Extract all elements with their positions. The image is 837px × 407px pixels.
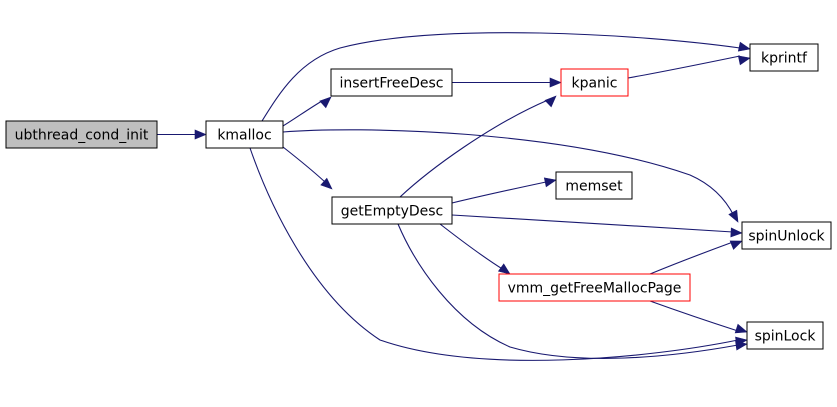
node-kpanic[interactable]: kpanic — [560, 68, 629, 97]
node-ubthread_cond_init[interactable]: ubthread_cond_init — [5, 120, 158, 149]
node-insertFreeDesc[interactable]: insertFreeDesc — [330, 68, 453, 97]
nodes-layer: ubthread_cond_init kmalloc insertFreeDesc k… — [5, 43, 832, 350]
node-box-kprintf[interactable] — [749, 43, 819, 72]
edge-vmm_getFreeMallocPage-to-spinUnlock — [649, 241, 734, 275]
arrowhead-kpanic-in-from-getEmptyDesc — [544, 95, 557, 108]
node-box-ubthread_cond_init[interactable] — [5, 120, 158, 149]
edge-kmalloc-to-insertFreeDesc — [282, 100, 323, 127]
arrowhead-kprintf-in-from-kmalloc — [737, 41, 751, 52]
edge-vmm_getFreeMallocPage-to-spinLock — [649, 300, 739, 332]
edge-kmalloc-to-getEmptyDesc — [282, 146, 326, 183]
edge-getEmptyDesc-to-memset — [451, 181, 547, 204]
edge-kmalloc-to-spinUnlock — [282, 129, 735, 217]
arrowhead-memset-in — [543, 177, 557, 188]
arrowhead-kpanic-in-from-insertFreeDesc — [549, 77, 562, 88]
node-box-vmm_getFreeMallocPage[interactable] — [498, 273, 691, 302]
edge-getEmptyDesc-to-vmm_getFreeMallocPage — [439, 223, 505, 271]
node-label-kpanic: kpanic — [571, 76, 617, 92]
node-kprintf[interactable]: kprintf — [749, 43, 819, 72]
edge-getEmptyDesc-to-kpanic — [399, 99, 549, 198]
node-label-spinLock: spinLock — [755, 329, 817, 345]
edges-layer — [157, 32, 741, 361]
node-getEmptyDesc[interactable]: getEmptyDesc — [331, 196, 453, 225]
node-box-insertFreeDesc[interactable] — [330, 68, 453, 97]
edge-getEmptyDesc-to-spinLock — [397, 223, 739, 359]
node-box-memset[interactable] — [555, 171, 633, 200]
edge-kmalloc-to-kprintf — [261, 32, 741, 122]
arrowhead-getEmptyDesc-in — [320, 177, 333, 190]
edge-kpanic-to-kprintf — [627, 55, 741, 79]
arrowhead-spinUnlock-in-from-getEmptyDesc — [730, 227, 743, 238]
arrowhead-spinUnlock-in-from-kmalloc — [728, 209, 739, 223]
arrowhead-spinLock-in-from-getEmptyDesc — [735, 340, 748, 351]
node-kmalloc[interactable]: kmalloc — [205, 120, 284, 149]
arrowhead-kprintf-in-from-kpanic — [737, 55, 751, 66]
node-box-getEmptyDesc[interactable] — [331, 196, 453, 225]
node-label-insertFreeDesc: insertFreeDesc — [339, 76, 443, 92]
node-label-vmm_getFreeMallocPage: vmm_getFreeMallocPage — [508, 281, 682, 297]
node-label-ubthread_cond_init: ubthread_cond_init — [15, 128, 149, 144]
node-box-kpanic[interactable] — [560, 68, 629, 97]
node-label-memset: memset — [565, 179, 623, 195]
node-box-spinLock[interactable] — [746, 321, 824, 350]
node-label-kmalloc: kmalloc — [217, 128, 271, 144]
node-label-getEmptyDesc: getEmptyDesc — [341, 204, 444, 220]
node-box-kmalloc[interactable] — [205, 120, 284, 149]
node-box-spinUnlock[interactable] — [741, 221, 832, 250]
arrowhead-vmm-in — [497, 263, 511, 275]
arrowhead-spinLock-in-from-vmm — [734, 323, 748, 334]
edge-getEmptyDesc-to-spinUnlock — [451, 214, 734, 233]
node-memset[interactable]: memset — [555, 171, 633, 200]
node-spinLock[interactable]: spinLock — [746, 321, 824, 350]
node-label-spinUnlock: spinUnlock — [748, 229, 825, 245]
node-vmm_getFreeMallocPage[interactable]: vmm_getFreeMallocPage — [498, 273, 691, 302]
arrowhead-spinUnlock-in-from-vmm — [729, 240, 743, 250]
arrowheads-layer — [194, 41, 751, 351]
node-label-kprintf: kprintf — [761, 51, 808, 67]
arrowhead-kmalloc-in — [194, 129, 207, 140]
edge-kmalloc-to-spinLock — [249, 147, 739, 361]
node-spinUnlock[interactable]: spinUnlock — [741, 221, 832, 250]
arrowhead-insertFreeDesc-in — [319, 96, 332, 109]
